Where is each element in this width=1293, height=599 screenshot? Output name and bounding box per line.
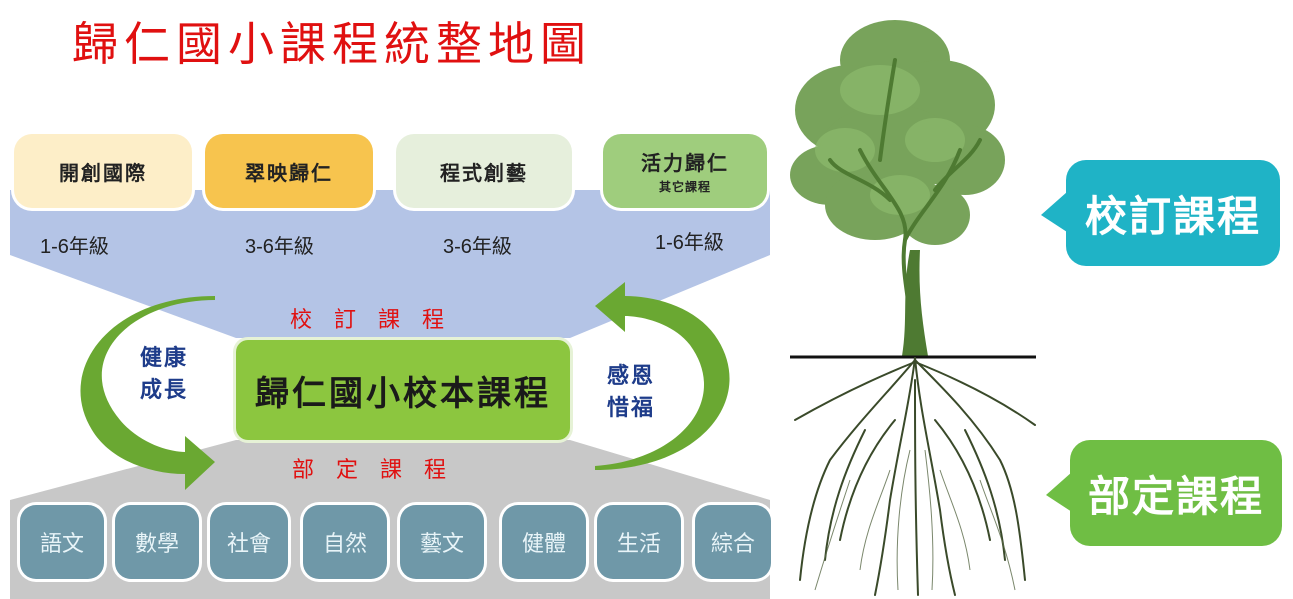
subject-science: 自然 <box>303 505 387 579</box>
subject-social: 社會 <box>210 505 288 579</box>
tab-label: 程式創藝 <box>440 160 528 185</box>
school-based-curriculum-box: 歸仁國小校本課程 <box>236 340 570 440</box>
subject-arts: 藝文 <box>400 505 484 579</box>
tab-global: 開創國際 <box>14 134 192 208</box>
tab-active-guiren: 活力歸仁 其它課程 <box>603 134 767 208</box>
right-cycle-arrow <box>595 282 730 470</box>
school-course-bubble-label: 校訂課程 <box>1084 192 1261 240</box>
subject-health-pe: 健體 <box>502 505 586 579</box>
ministry-course-label: 部 定 課 程 <box>292 458 447 483</box>
tree-trunk <box>902 250 928 356</box>
subject-language: 語文 <box>20 505 104 579</box>
grade-label-4: 1-6年級 <box>655 232 724 254</box>
school-course-label: 校 訂 課 程 <box>290 308 445 333</box>
school-course-bubble: 校訂課程 <box>1066 160 1280 266</box>
right-arrow-label: 感恩 惜福 <box>607 363 656 421</box>
subject-integrated: 綜合 <box>695 505 771 579</box>
school-course-band <box>10 190 770 338</box>
grade-label-1: 1-6年級 <box>40 236 109 258</box>
grade-label-3: 3-6年級 <box>443 236 512 258</box>
ministry-course-bubble-label: 部定課程 <box>1087 472 1264 520</box>
left-cycle-arrow <box>80 296 215 490</box>
bubble-top-pointer <box>1041 192 1067 232</box>
tab-label: 翠映歸仁 <box>245 160 333 185</box>
tab-label: 活力歸仁 <box>641 151 729 175</box>
tab-guiren-green: 翠映歸仁 <box>205 134 373 208</box>
page-title: 歸仁國小課程統整地圖 <box>72 17 592 71</box>
tab-label: 開創國際 <box>59 160 147 185</box>
subject-math: 數學 <box>115 505 199 579</box>
tree-illustration <box>790 20 1036 596</box>
tree-roots <box>794 357 1036 596</box>
ministry-course-bubble: 部定課程 <box>1070 440 1282 546</box>
grade-label-2: 3-6年級 <box>245 236 314 258</box>
left-arrow-label: 健康 成長 <box>140 345 189 403</box>
subject-life: 生活 <box>597 505 681 579</box>
tab-coding-arts: 程式創藝 <box>396 134 572 208</box>
tab-sublabel: 其它課程 <box>658 180 711 194</box>
center-label: 歸仁國小校本課程 <box>255 373 551 414</box>
cycle-arrows <box>80 282 730 490</box>
bubble-bottom-pointer <box>1046 472 1072 512</box>
